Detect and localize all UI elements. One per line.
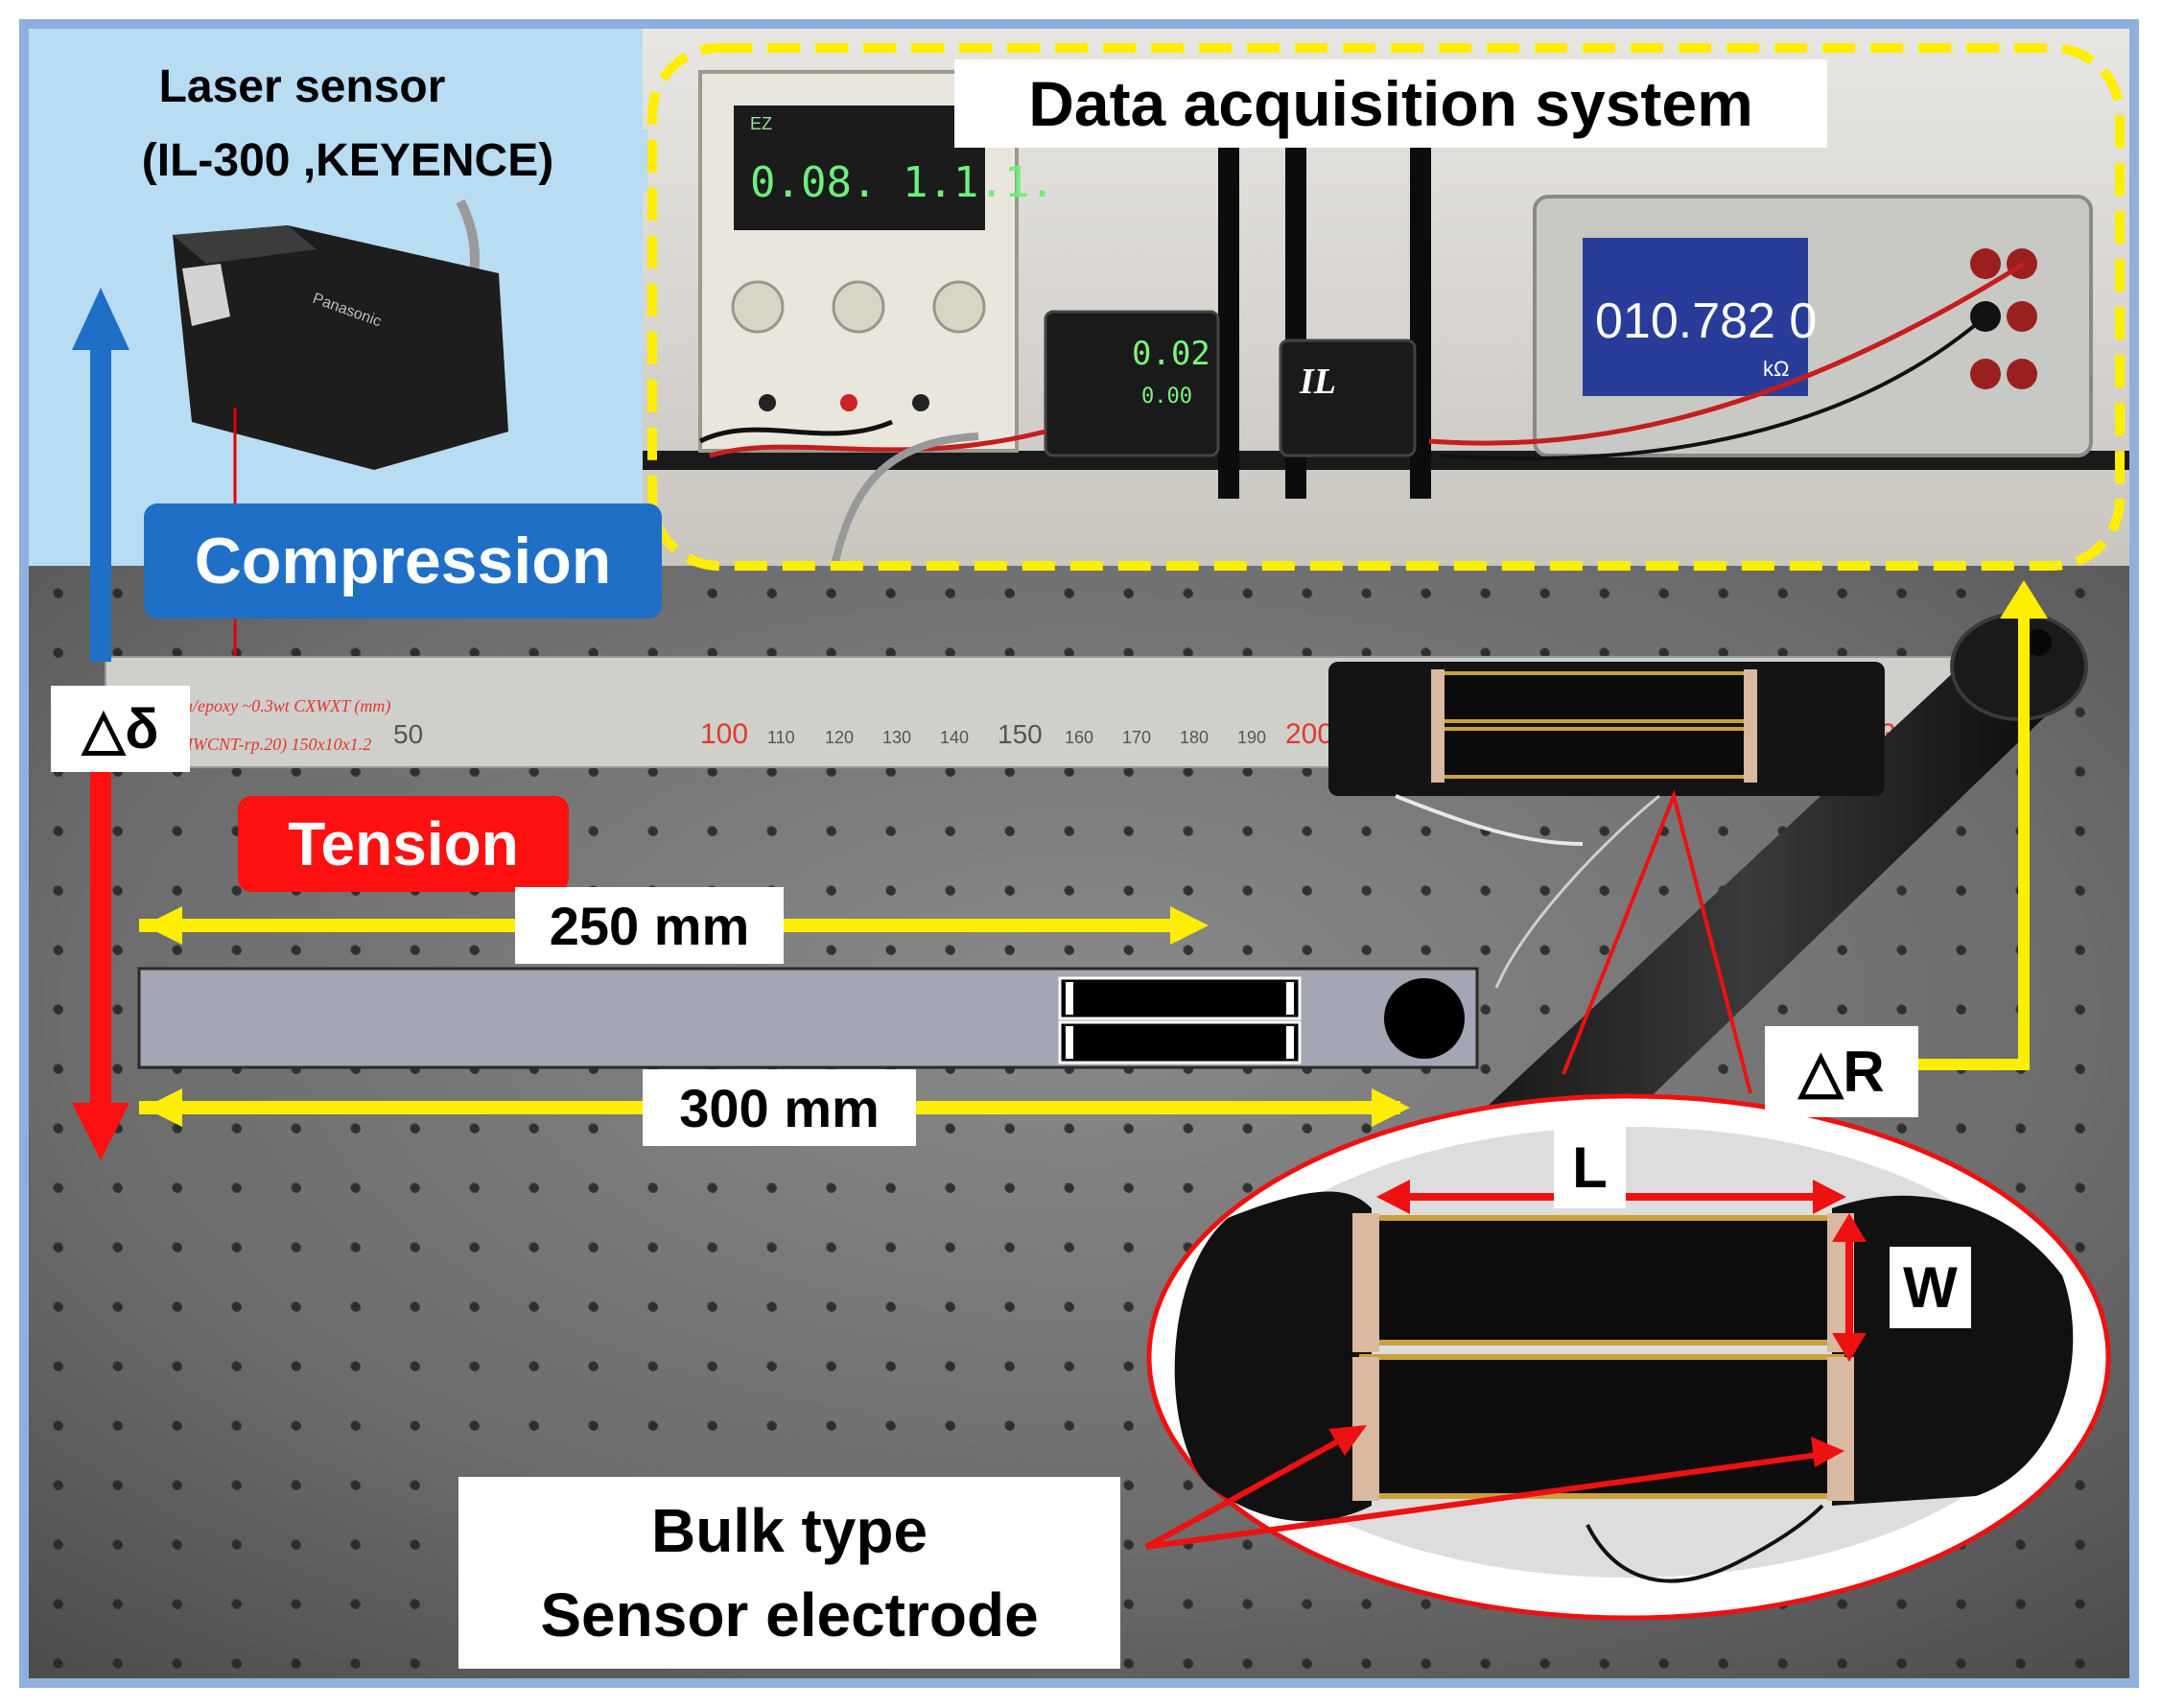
daq-dashed-box <box>647 43 2125 571</box>
svg-text:170: 170 <box>1122 728 1151 747</box>
multimeter-readout: 010.782 0 <box>1595 293 1817 349</box>
svg-text:50: 50 <box>393 719 423 749</box>
svg-text:180: 180 <box>1180 728 1209 747</box>
svg-text:110: 110 <box>767 728 795 747</box>
electrode-label-line1: Bulk type <box>650 1496 928 1565</box>
laser-sensor-label-line1: Laser sensor <box>158 58 446 115</box>
laser-sensor-label-line2: (IL-300 ,KEYENCE) <box>48 129 647 192</box>
delta-r-label: △R <box>1765 1026 1918 1117</box>
ruler-handwriting-1: Cu/epoxy ~0.3wt CXWXT (mm) <box>173 696 390 716</box>
power-knob-3 <box>932 280 986 334</box>
length-300-label: 300 mm <box>643 1069 916 1146</box>
svg-text:160: 160 <box>1065 728 1093 747</box>
svg-text:190: 190 <box>1237 728 1266 747</box>
svg-text:100: 100 <box>700 718 748 750</box>
power-knob-1 <box>731 280 785 334</box>
beam-schematic <box>137 967 1479 1069</box>
power-supply-display <box>734 105 985 230</box>
tension-label: Tension <box>238 796 569 892</box>
svg-text:120: 120 <box>825 728 854 747</box>
multimeter-display <box>1583 238 1808 396</box>
amp-readout-top: 0.02 <box>1132 335 1210 373</box>
displacement-arrow <box>72 288 129 1160</box>
laser-amplifier <box>1044 310 1220 457</box>
zoomed-sensor <box>1146 1093 2111 1621</box>
laser-sensor-head: Panasonic <box>173 199 508 700</box>
daq-label: Data acquisition system <box>954 59 1827 148</box>
beam-hole <box>1384 978 1465 1059</box>
power-supply-tag: EZ <box>750 114 772 133</box>
ruler-handwriting-2: (MWCNT-rp.20) 150x10x1.2 <box>173 735 371 755</box>
delta-r-connector <box>1904 580 2048 1070</box>
il-unit-label: IL <box>1299 362 1336 402</box>
frame-post-1 <box>1218 115 1239 499</box>
length-250-label: 250 mm <box>515 887 784 964</box>
sensor-photo-small <box>1328 662 1885 989</box>
svg-text:200: 200 <box>1285 718 1333 750</box>
compression-label: Compression <box>144 503 662 619</box>
svg-text:140: 140 <box>940 728 969 747</box>
daq-equipment: EZ 0.08. 1.1.1. 0.02 0.00 IL 010.782 0 k… <box>643 70 2129 567</box>
electrode-pointers <box>1144 1425 1844 1550</box>
delta-delta-label: △δ <box>51 686 190 772</box>
dim-l-label: L <box>1554 1127 1626 1208</box>
figure-frame: EZ 0.08. 1.1.1. 0.02 0.00 IL 010.782 0 k… <box>19 19 2139 1688</box>
power-knob-2 <box>832 280 885 334</box>
electrode-label-line2: Sensor electrode <box>540 1580 1039 1650</box>
multimeter-unit: kΩ <box>1763 357 1789 381</box>
amp-readout-bottom: 0.00 <box>1141 385 1192 409</box>
dim-w-label: W <box>1890 1247 1971 1328</box>
il-unit <box>1279 339 1417 457</box>
power-supply-readout: 0.08. 1.1.1. <box>750 158 1055 207</box>
svg-text:130: 130 <box>882 728 911 747</box>
zoom-callout <box>1562 789 1752 1094</box>
svg-text:150: 150 <box>998 719 1043 749</box>
electrode-label: Bulk type Sensor electrode <box>458 1477 1120 1669</box>
